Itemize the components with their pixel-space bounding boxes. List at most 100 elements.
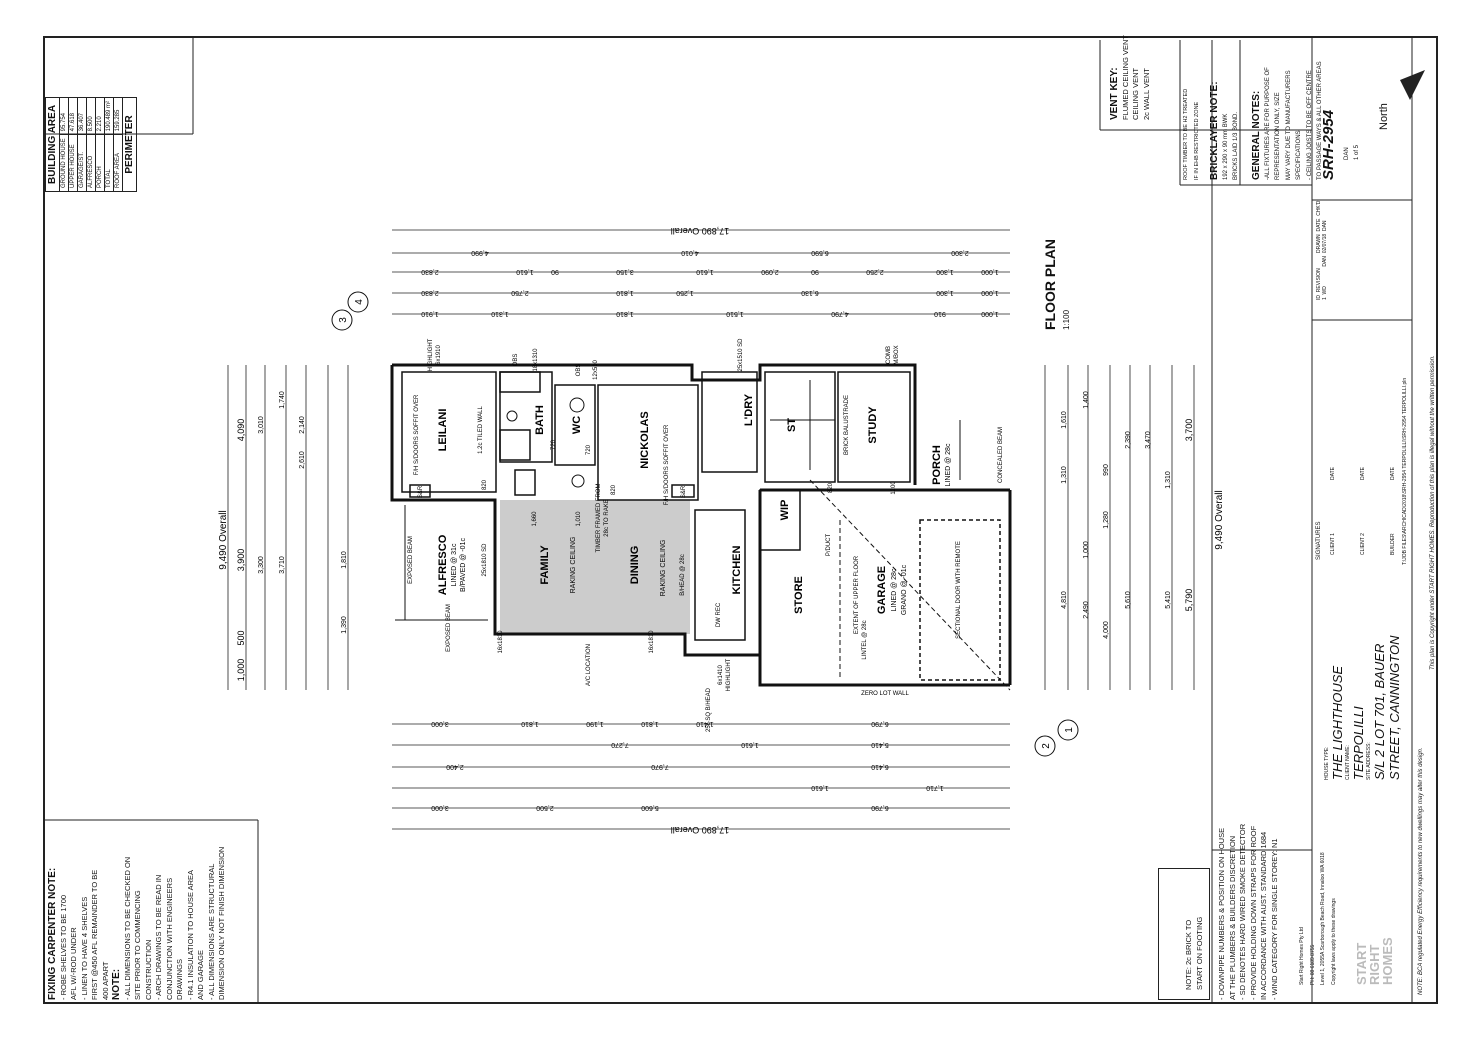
door-size: 820 (611, 484, 617, 495)
section-marker (1034, 735, 1056, 757)
room-sub: LINED @ 28c (891, 568, 898, 611)
window-label: HIGHLIGHT (428, 338, 434, 371)
dim-label: 1,610 (741, 741, 759, 748)
dim-label: 3,900 (236, 549, 246, 572)
door-note: F/H S/DOORS SOFFIT OVER (414, 394, 420, 475)
sr-cabinet (671, 484, 695, 498)
dim-label: 1,810 (641, 720, 659, 727)
dim-label: 2,300 (951, 249, 969, 256)
dim-label: 3,470 (1145, 431, 1152, 449)
dim-label: 2,830 (421, 268, 439, 275)
window-label: 25x1510 SD (738, 338, 744, 372)
ldry-room (701, 371, 758, 473)
dim-label: 2,400 (446, 763, 464, 770)
room-sub: RAKING CEILING (570, 537, 577, 594)
dim-label: 1,710 (926, 784, 944, 791)
door-note: SECTIONAL DOOR WITH REMOTE (956, 541, 962, 639)
dim-label: 3,300 (258, 556, 265, 574)
beam-note: EXPOSED BEAM (408, 536, 414, 584)
toilet-icon (506, 410, 518, 422)
door-size: 820 (482, 479, 488, 490)
beam-note: EXPOSED BEAM (446, 604, 452, 652)
cabinet-note: S&R (681, 485, 687, 498)
dim-label: 1,280 (1103, 511, 1110, 529)
room-label: PORCH (931, 445, 943, 485)
door-size: 720 (586, 444, 592, 455)
dim-label: 2,090 (761, 268, 779, 275)
room-label: ST (786, 418, 798, 432)
dim-label: 1,000 (981, 310, 999, 317)
door-note: F/H S/DOORS SOFFIT OVER (664, 424, 670, 505)
dim-label: 3,000 (431, 720, 449, 727)
extent-note: EXTENT OF UPPER FLOOR (854, 555, 860, 634)
dim-label: 2,140 (299, 416, 306, 434)
bath-tub (499, 371, 541, 393)
dim-label: 1,610 (516, 268, 534, 275)
window-label: 6x1410 (718, 664, 724, 684)
wip-room (759, 489, 801, 551)
dim-label: 1,610 (696, 268, 714, 275)
family-dining-shade (500, 500, 690, 634)
marker-label: 1 (1064, 727, 1075, 733)
dim-label: 5,790 (1184, 589, 1194, 612)
dim-overall: 9,490 Overall (1214, 490, 1225, 549)
dim-label: 1,660 (532, 511, 538, 527)
dim-label: 90 (811, 268, 819, 275)
dim-label: 1,740 (279, 391, 286, 409)
dim-overall: 17,890 Overall (671, 226, 730, 236)
marker-label: 4 (354, 299, 365, 305)
dim-label: 2,390 (1125, 431, 1132, 449)
dim-label: 4,810 (1061, 591, 1068, 609)
meter-label: COMB (886, 346, 892, 364)
wall-note: 28c TO RAKE (604, 499, 610, 536)
bhead-note: B/HEAD @ 28c (680, 554, 686, 595)
dim-label: 1,000 (981, 289, 999, 296)
door-size: 720 (551, 439, 557, 450)
dim-label: 1,010 (576, 511, 582, 527)
dim-label: 1,390 (341, 616, 348, 634)
duct-note: P/DUCT (826, 534, 832, 557)
section-marker (347, 291, 369, 313)
dim-label: 1,310 (1165, 471, 1172, 489)
door-note: 25x1810 SD (482, 543, 488, 577)
dim-label: 6,790 (871, 804, 889, 811)
sectional-door (919, 519, 1001, 681)
dim-label: 1,610 (1061, 411, 1068, 429)
dim-label: 3,010 (258, 416, 265, 434)
room-label: WIP (779, 500, 791, 521)
window-label: 16x1810 (498, 630, 504, 654)
dim-label: 5,610 (1125, 591, 1132, 609)
ac-note: A/C LOCATION (586, 644, 592, 686)
dim-overall: 17,890 Overall (671, 825, 730, 835)
room-label: LEILANI (437, 409, 449, 452)
wall-top (392, 363, 917, 485)
dim-label: 2,500 (536, 804, 554, 811)
dim-label: 6,130 (801, 289, 819, 296)
study-room (837, 371, 911, 483)
smoke-detector-icon (571, 474, 585, 488)
window-label: 18x1310 (533, 348, 539, 372)
dim-label: 1,310 (1061, 466, 1068, 484)
dim-label: 2,830 (421, 289, 439, 296)
dim-label: 7,970 (651, 763, 669, 770)
bhead-note: 25c SQ B/HEAD (706, 687, 712, 732)
window-label: HIGHLIGHT (726, 658, 732, 691)
brick-note-box (1158, 868, 1210, 1000)
dim-label: 7,270 (611, 741, 629, 748)
room-sub: GRANO @ -01c (901, 564, 908, 615)
dim-overall: 9,490 Overall (218, 510, 229, 569)
dim-label: 3,710 (279, 556, 286, 574)
door-size: 1200 (891, 481, 897, 495)
dim-label: 3,150 (616, 268, 634, 275)
window-label: 16x1810 (649, 630, 655, 654)
north-arrow-icon (1400, 70, 1425, 100)
room-label: BATH (534, 405, 546, 435)
wall-note: BRICK BALUSTRADE (844, 395, 850, 455)
kitchen-bench (694, 509, 746, 641)
dim-label: 3,700 (1184, 419, 1194, 442)
dim-label: 1,400 (1083, 391, 1090, 409)
window-label: OBS (576, 364, 582, 377)
nickolas-room (597, 384, 699, 501)
dim-label: 1,000 (981, 268, 999, 275)
